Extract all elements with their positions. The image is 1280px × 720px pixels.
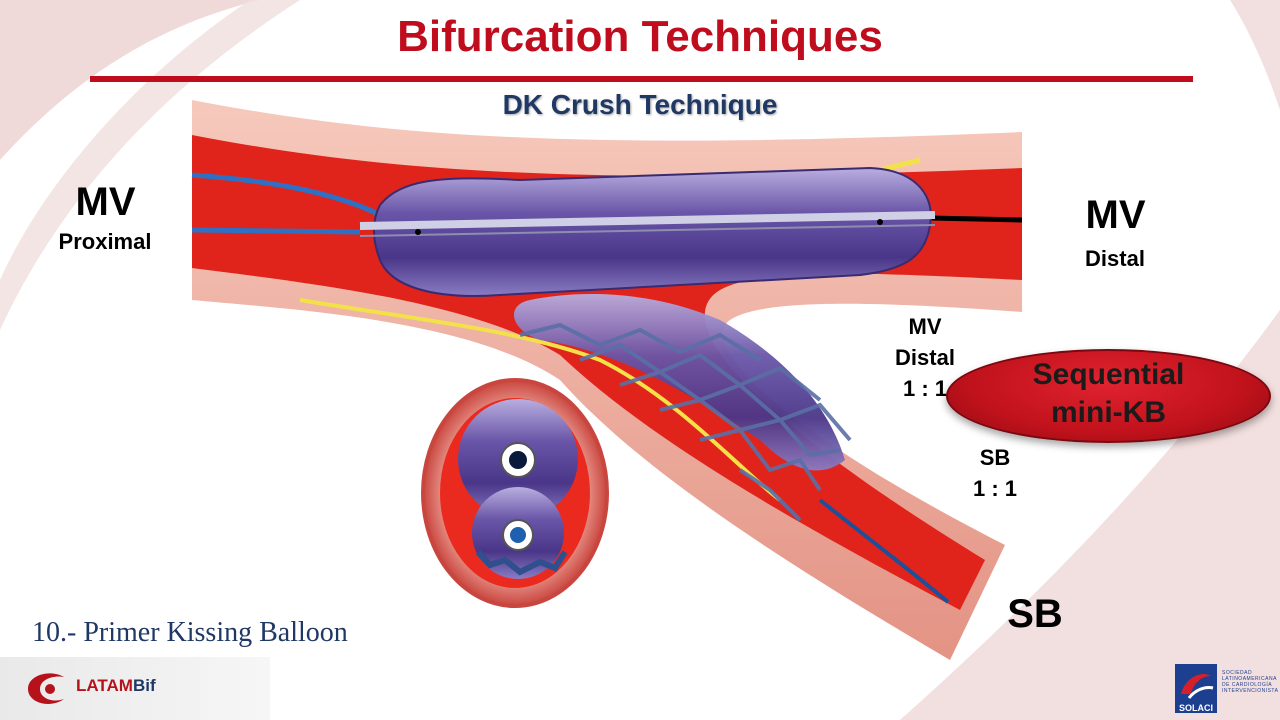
sb-ratio-line2: 1 : 1 xyxy=(972,476,1018,501)
label-sb: SB xyxy=(1007,592,1063,636)
solaci-description: SOCIEDAD LATINOAMERICANA DE CARDIOLOGÍA … xyxy=(1222,670,1279,694)
mv-distal-ratio-line1: MV xyxy=(908,314,942,339)
footer-bar xyxy=(0,657,270,720)
title-divider xyxy=(90,76,1193,82)
latam-text-part1: LATAM xyxy=(76,676,133,695)
label-sb-ratio: SB 1 : 1 xyxy=(955,442,1035,504)
callout-line2: mini-KB xyxy=(1051,396,1166,429)
guidewire-sb xyxy=(818,498,950,604)
guidewire-top xyxy=(191,172,382,218)
latam-text-part2: Bif xyxy=(132,676,156,695)
cross-section xyxy=(421,378,609,608)
mv-distal-ratio-line2: Distal xyxy=(895,345,955,370)
label-mv-distal: MV xyxy=(1085,193,1146,237)
label-proximal: Proximal xyxy=(58,229,152,254)
callout-line1: Sequential xyxy=(1032,358,1185,391)
mv-balloon xyxy=(373,166,932,297)
step-caption: 10.- Primer Kissing Balloon xyxy=(32,617,348,648)
solaci-logo-icon xyxy=(1175,664,1217,704)
sequential-mini-kb-callout xyxy=(946,349,1271,443)
stent-mesh xyxy=(519,322,852,522)
mv-distal-ratio-line3: 1 : 1 xyxy=(902,376,948,401)
slide-subtitle: DK Crush Technique xyxy=(502,89,778,120)
sequential-mini-kb-text: Sequential mini-KB xyxy=(946,356,1271,432)
label-mv-distal-ratio: MV Distal 1 : 1 xyxy=(880,311,970,404)
label-mv-proximal: MV xyxy=(75,180,136,224)
label-distal: Distal xyxy=(1085,246,1145,271)
guidewire-bottom xyxy=(191,227,361,235)
guidewire-distal xyxy=(929,215,1023,223)
sb-ratio-line1: SB xyxy=(979,445,1011,470)
slide-title: Bifurcation Techniques xyxy=(397,12,883,61)
latambif-logo-icon xyxy=(28,673,64,704)
solaci-logo-text: SOLACI xyxy=(1175,703,1217,713)
latambif-logo-text: LATAMBif xyxy=(76,676,156,696)
